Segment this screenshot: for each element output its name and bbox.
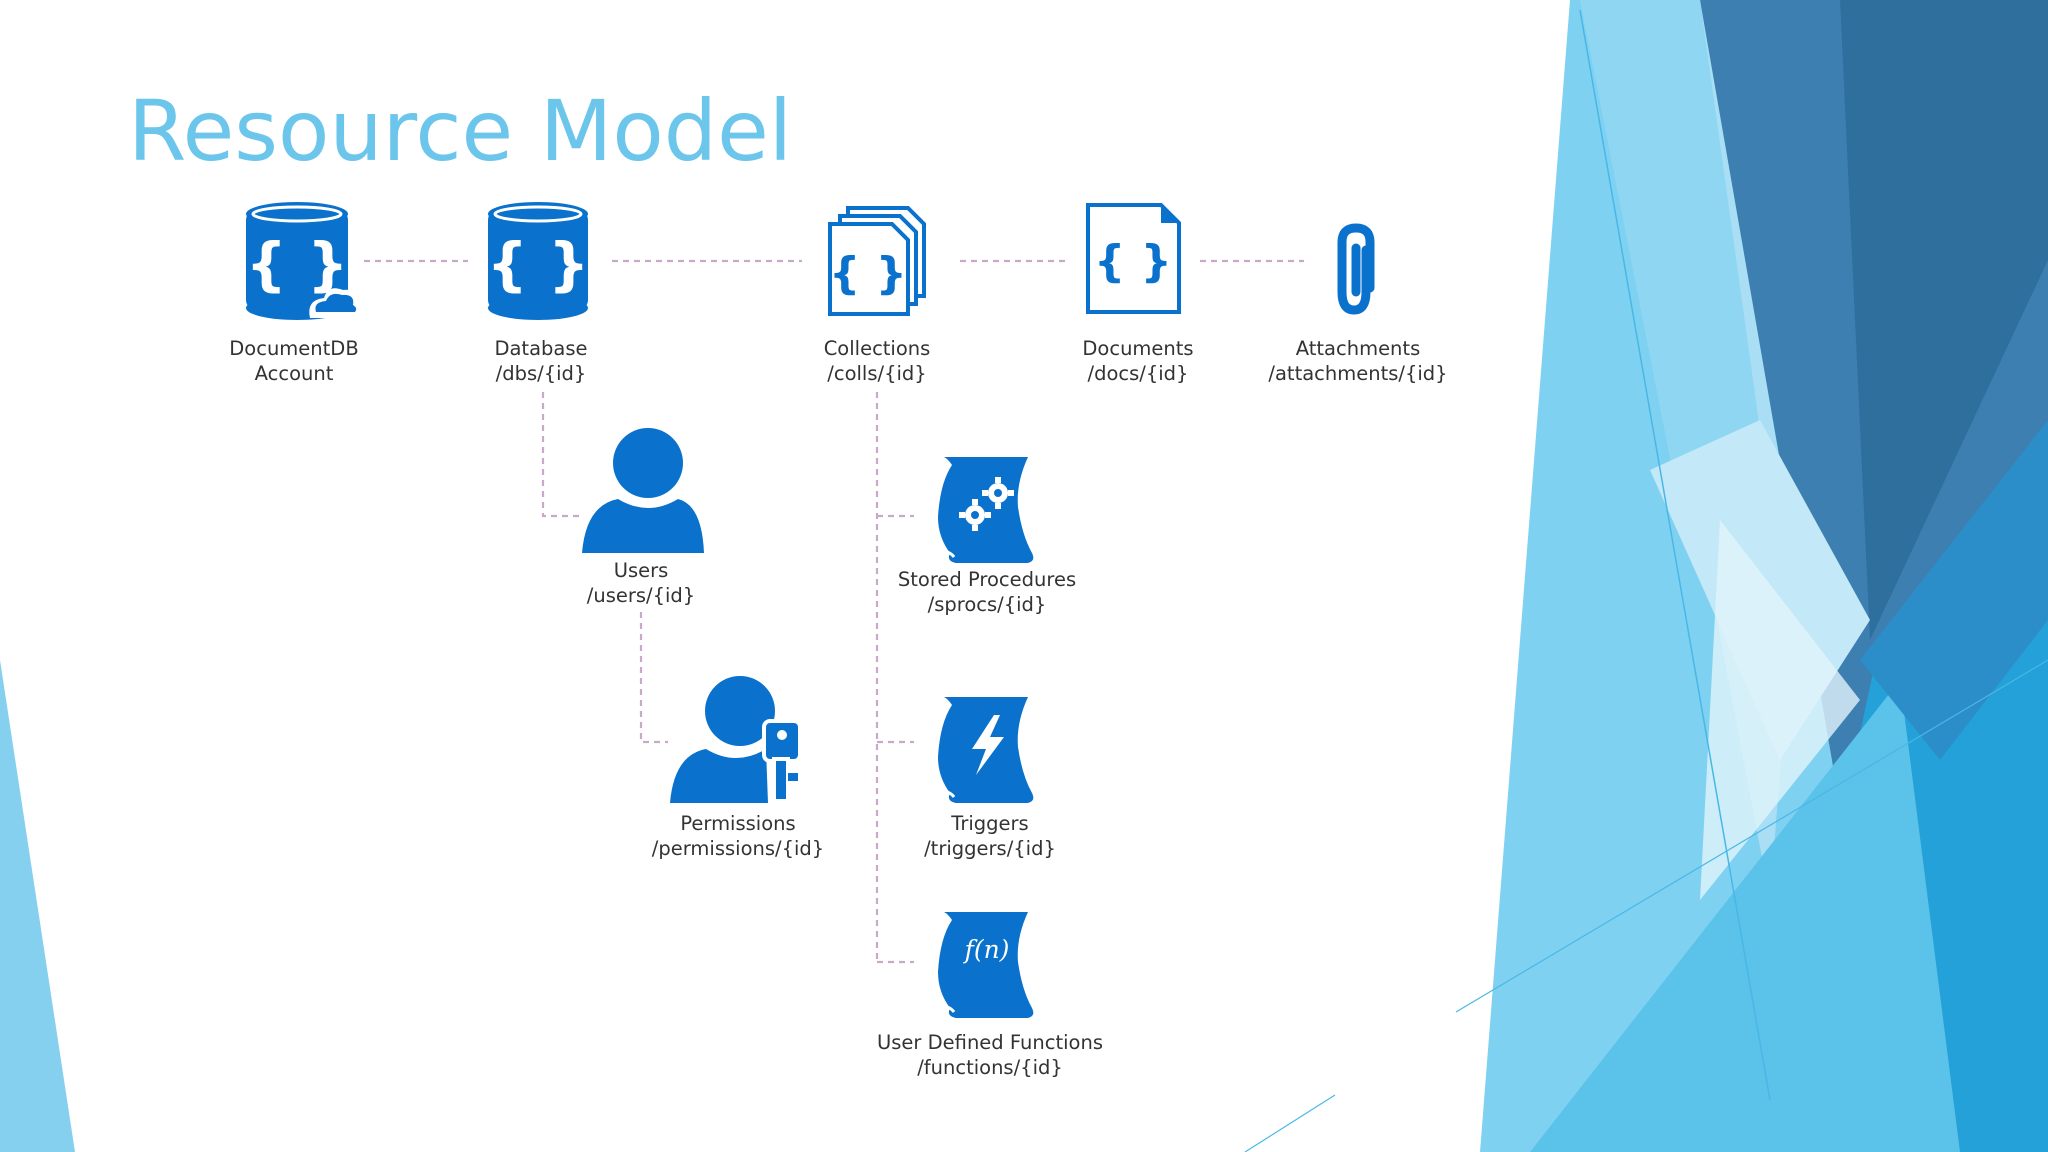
svg-text:{ }: { } — [1094, 236, 1172, 287]
udf-glyph: f(n) — [963, 935, 1010, 964]
database-name: Database — [494, 337, 588, 360]
database-label: Database /dbs/{id} — [391, 336, 691, 386]
collections-label: Collections /colls/{id} — [727, 336, 1027, 386]
users-path: /users/{id} — [586, 584, 696, 607]
triggers-name: Triggers — [951, 812, 1029, 835]
slide-title: Resource Model — [128, 82, 793, 180]
connector-database-users — [541, 392, 582, 518]
user-key-icon — [670, 676, 802, 803]
users-name: Users — [613, 559, 669, 582]
collections-icon: { } — [828, 206, 926, 316]
document-icon: { } — [1086, 203, 1181, 314]
right-facet-4 — [1840, 0, 2048, 640]
sprocs-label: Stored Procedures /sprocs/{id} — [837, 567, 1137, 617]
user-icon — [582, 428, 704, 553]
thin-line-2 — [1455, 659, 2048, 1013]
attachments-label: Attachments /attachments/{id} — [1208, 336, 1508, 386]
account-name: DocumentDB — [229, 337, 359, 360]
scroll-gears-icon — [935, 457, 1034, 563]
right-facet-8 — [1530, 680, 1960, 1152]
account-label: DocumentDB Account — [144, 336, 444, 386]
left-accent-shape — [0, 660, 75, 1152]
permissions-label: Permissions /permissions/{id} — [588, 811, 888, 861]
database-path: /dbs/{id} — [495, 362, 587, 385]
attachments-name: Attachments — [1295, 337, 1421, 360]
documents-label: Documents /docs/{id} — [988, 336, 1288, 386]
permissions-name: Permissions — [680, 812, 796, 835]
sprocs-path: /sprocs/{id} — [927, 593, 1047, 616]
paperclip-icon — [1337, 223, 1375, 315]
collections-path: /colls/{id} — [827, 362, 927, 385]
sprocs-name: Stored Procedures — [897, 568, 1077, 591]
scroll-function-icon: f(n) — [935, 912, 1034, 1018]
svg-text:{ }: { } — [246, 230, 349, 298]
users-label: Users /users/{id} — [491, 558, 791, 608]
collections-name: Collections — [823, 337, 931, 360]
svg-text:{ }: { } — [487, 230, 590, 298]
documents-name: Documents — [1082, 337, 1194, 360]
udfs-label: User Defined Functions /functions/{id} — [840, 1030, 1140, 1080]
database-cloud-icon: { } — [246, 202, 362, 320]
triggers-path: /triggers/{id} — [924, 837, 1056, 860]
udfs-name: User Defined Functions — [877, 1031, 1103, 1054]
connector-users-permissions — [639, 612, 668, 744]
documents-path: /docs/{id} — [1087, 362, 1189, 385]
thin-line-1 — [1579, 9, 1771, 1101]
right-facet-9 — [1860, 420, 2048, 760]
right-facet-5 — [1580, 0, 1760, 560]
thin-line-3 — [1244, 1094, 1336, 1152]
database-icon: { } — [487, 202, 590, 320]
right-facet-10 — [1700, 520, 1860, 900]
svg-text:{ }: { } — [829, 248, 907, 299]
account-path: Account — [254, 362, 334, 385]
attachments-path: /attachments/{id} — [1268, 362, 1448, 385]
udfs-path: /functions/{id} — [917, 1056, 1063, 1079]
triggers-label: Triggers /triggers/{id} — [840, 811, 1140, 861]
permissions-path: /permissions/{id} — [651, 837, 825, 860]
scroll-lightning-icon — [935, 697, 1034, 803]
